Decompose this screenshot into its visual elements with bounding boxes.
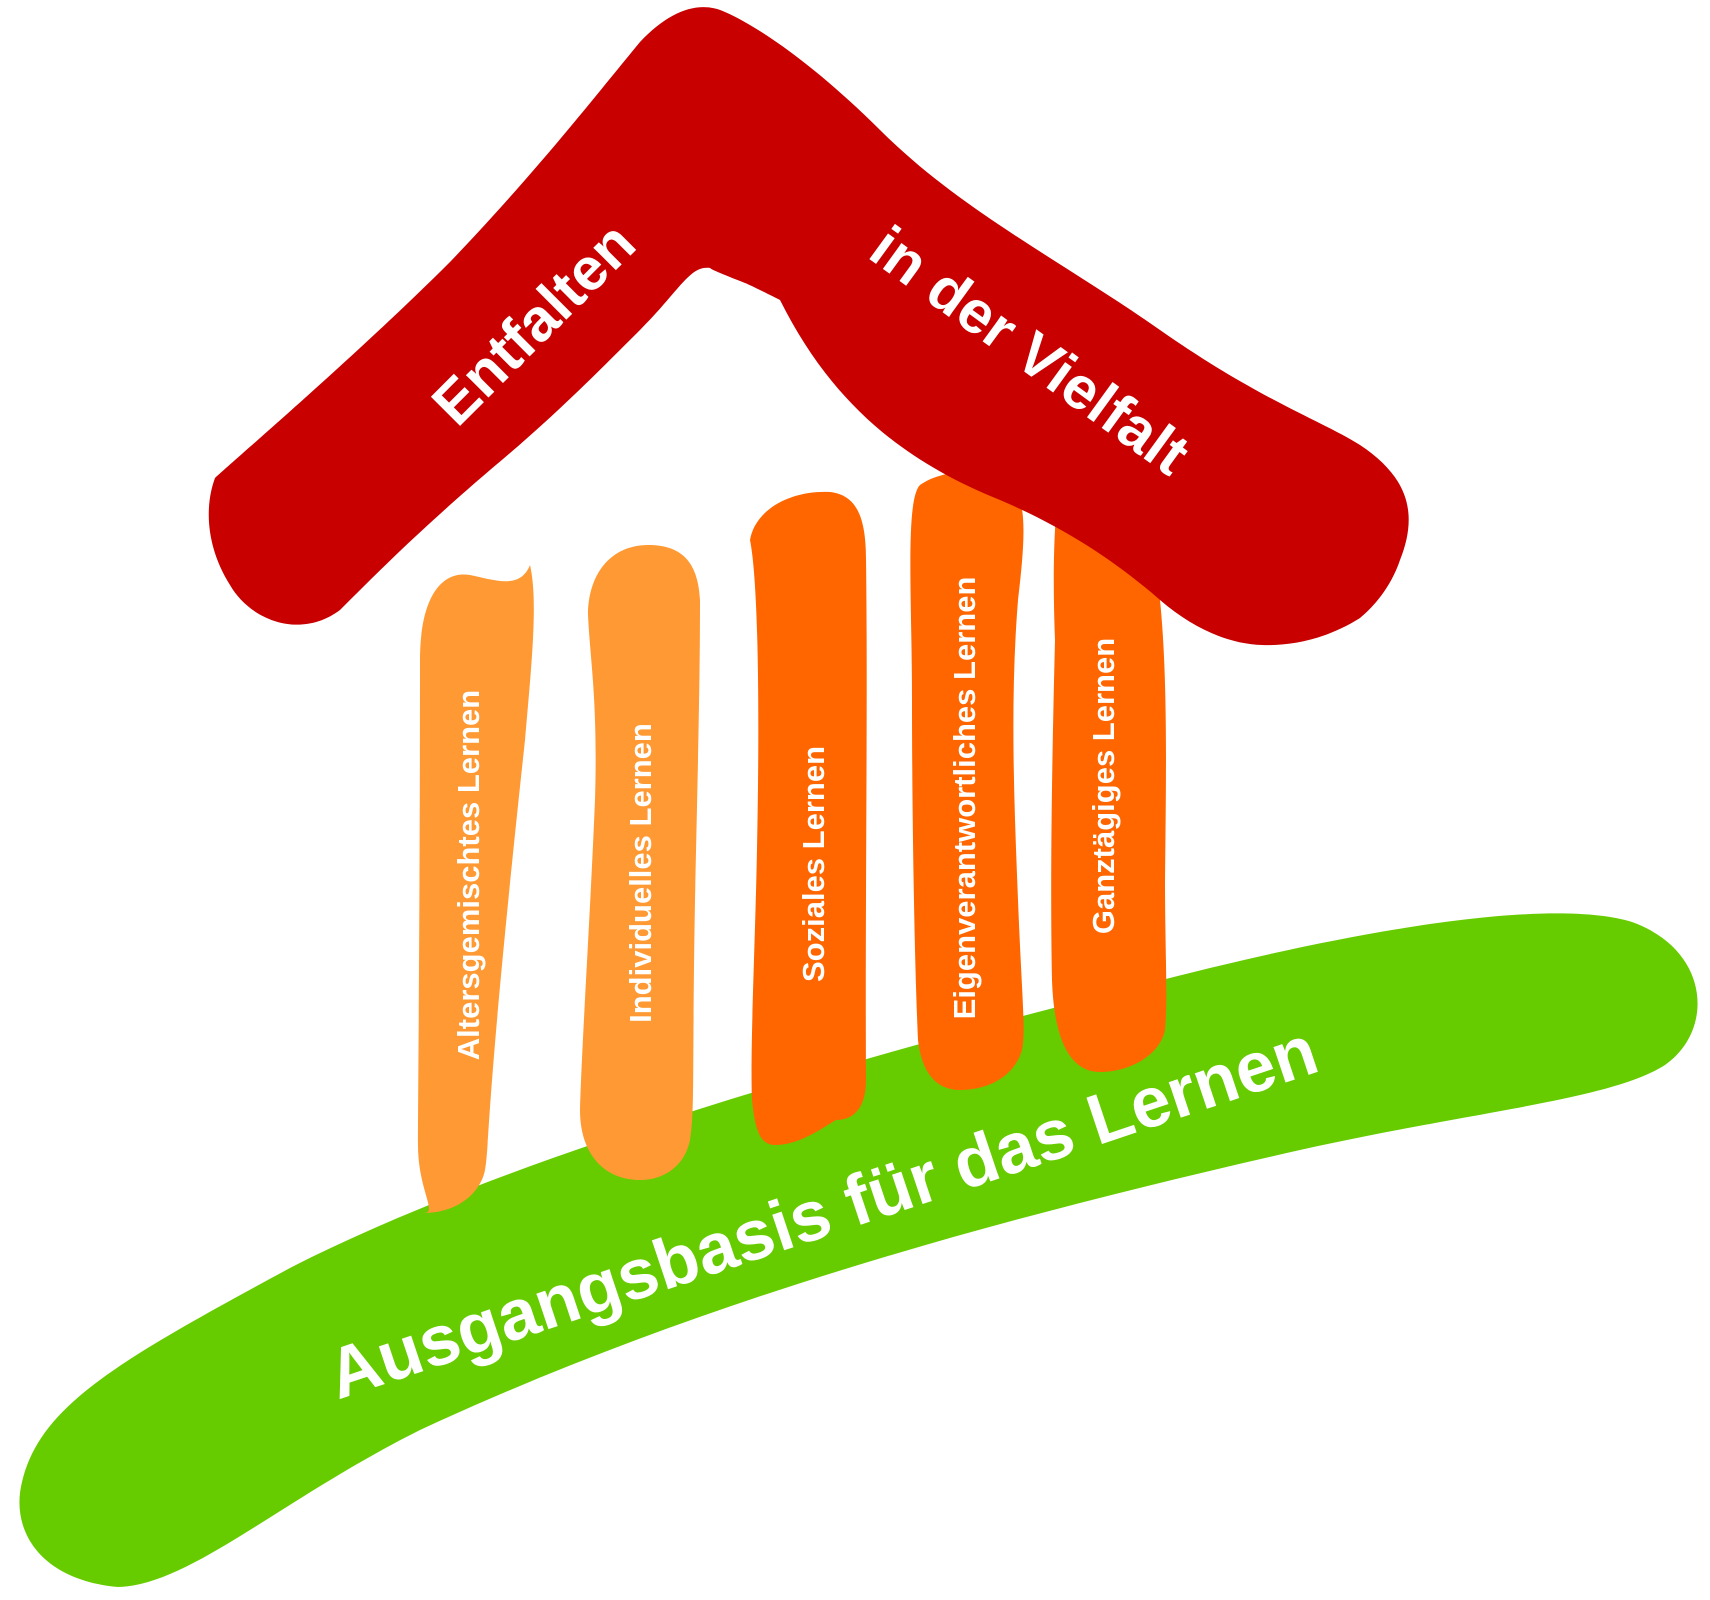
roof-shape xyxy=(208,7,1409,646)
pillar-individuelles xyxy=(580,545,700,1180)
pillar-label-individuelles: Individuelles Lernen xyxy=(623,723,658,1023)
pillar-label-eigenverantwortliches: Eigenverantwortliches Lernen xyxy=(947,577,982,1020)
pillar-label-soziales: Soziales Lernen xyxy=(796,746,831,982)
pillar-altersgemischtes xyxy=(418,565,534,1213)
pillar-eigenverantwortliches xyxy=(910,470,1024,1090)
pillar-label-altersgemischtes: Altersgemischtes Lernen xyxy=(451,690,486,1060)
base-swoosh xyxy=(19,913,1698,1587)
pillar-label-ganztaegiges: Ganztägiges Lernen xyxy=(1086,638,1121,934)
pillar-ganztaegiges xyxy=(1051,480,1167,1072)
pillar-soziales xyxy=(750,491,867,1145)
